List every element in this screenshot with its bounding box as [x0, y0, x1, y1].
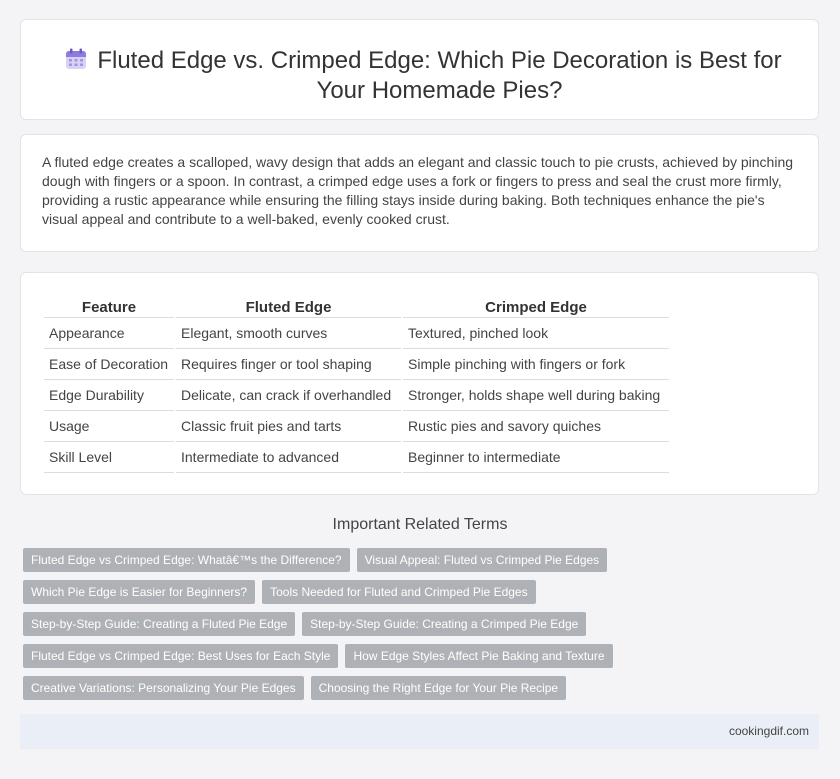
table-cell: Requires finger or tool shaping	[176, 349, 401, 380]
table-cell: Edge Durability	[44, 380, 174, 411]
calendar-icon	[65, 48, 87, 75]
table-cell: Intermediate to advanced	[176, 442, 401, 473]
table-row: Appearance Elegant, smooth curves Textur…	[44, 318, 669, 349]
table-cell: Simple pinching with fingers or fork	[403, 349, 669, 380]
intro-paragraph: A fluted edge creates a scalloped, wavy …	[42, 154, 794, 227]
comparison-card: Feature Fluted Edge Crimped Edge Appeara…	[20, 272, 819, 495]
related-term-link[interactable]: Step-by-Step Guide: Creating a Fluted Pi…	[23, 612, 296, 636]
related-terms-heading: Important Related Terms	[332, 516, 508, 533]
title-card: Fluted Edge vs. Crimped Edge: Which Pie …	[20, 19, 819, 120]
related-term-link[interactable]: Tools Needed for Fluted and Crimped Pie …	[262, 580, 536, 604]
table-cell: Rustic pies and savory quiches	[403, 411, 669, 442]
related-term-link[interactable]: How Edge Styles Affect Pie Baking and Te…	[345, 644, 613, 668]
table-cell: Elegant, smooth curves	[176, 318, 401, 349]
column-header-feature: Feature	[44, 293, 174, 318]
footer: cookingdif.com	[20, 714, 819, 749]
comparison-table: Feature Fluted Edge Crimped Edge Appeara…	[42, 293, 671, 473]
column-header-fluted: Fluted Edge	[176, 293, 401, 318]
site-name[interactable]: cookingdif.com	[728, 724, 809, 738]
table-row: Edge Durability Delicate, can crack if o…	[44, 380, 669, 411]
related-term-link[interactable]: Step-by-Step Guide: Creating a Crimped P…	[302, 612, 587, 636]
intro-card: A fluted edge creates a scalloped, wavy …	[20, 134, 819, 252]
table-row: Ease of Decoration Requires finger or to…	[44, 349, 669, 380]
table-cell: Ease of Decoration	[44, 349, 174, 380]
related-term-link[interactable]: Which Pie Edge is Easier for Beginners?	[23, 580, 256, 604]
table-cell: Delicate, can crack if overhandled	[176, 380, 401, 411]
table-cell: Skill Level	[44, 442, 174, 473]
related-term-link[interactable]: Fluted Edge vs Crimped Edge: Best Uses f…	[23, 644, 339, 668]
table-cell: Appearance	[44, 318, 174, 349]
table-cell: Beginner to intermediate	[403, 442, 669, 473]
column-header-crimped: Crimped Edge	[403, 293, 669, 318]
table-cell: Stronger, holds shape well during baking	[403, 380, 669, 411]
table-cell: Classic fruit pies and tarts	[176, 411, 401, 442]
related-term-link[interactable]: Fluted Edge vs Crimped Edge: Whatâ€™s th…	[23, 548, 350, 572]
table-row: Usage Classic fruit pies and tarts Rusti…	[44, 411, 669, 442]
page-title: Fluted Edge vs. Crimped Edge: Which Pie …	[97, 47, 782, 104]
related-term-link[interactable]: Creative Variations: Personalizing Your …	[23, 676, 304, 700]
table-header-row: Feature Fluted Edge Crimped Edge	[44, 293, 669, 318]
related-terms-list: Fluted Edge vs Crimped Edge: Whatâ€™s th…	[23, 548, 803, 700]
related-term-link[interactable]: Choosing the Right Edge for Your Pie Rec…	[310, 676, 567, 700]
table-cell: Usage	[44, 411, 174, 442]
related-term-link[interactable]: Visual Appeal: Fluted vs Crimped Pie Edg…	[356, 548, 608, 572]
table-row: Skill Level Intermediate to advanced Beg…	[44, 442, 669, 473]
table-cell: Textured, pinched look	[403, 318, 669, 349]
